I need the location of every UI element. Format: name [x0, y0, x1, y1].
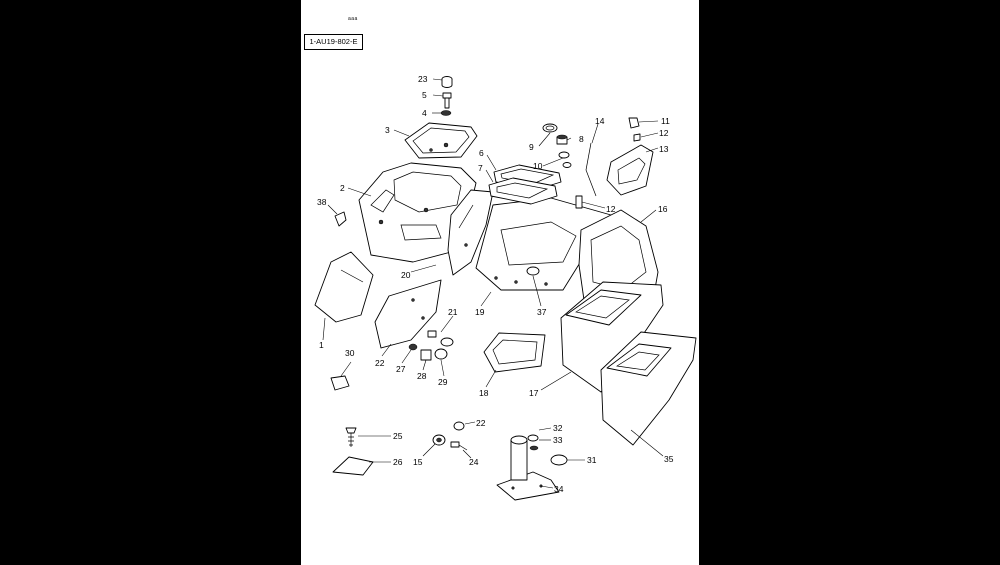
part-15-knob — [432, 434, 446, 446]
label-8: 8 — [579, 134, 584, 144]
label-37: 37 — [537, 307, 547, 317]
part-36-storage-box — [600, 331, 697, 446]
part-3-tray — [404, 122, 478, 159]
part-20-side-panel — [447, 189, 494, 276]
part-11-connector — [628, 117, 640, 129]
part-28-nut — [408, 343, 418, 351]
label-1: 1 — [319, 340, 324, 350]
part-12-clip-upper — [633, 133, 641, 142]
label-2: 2 — [340, 183, 345, 193]
part-26-screw — [345, 427, 357, 447]
part-32-plug — [550, 454, 568, 466]
label-12b: 12 — [606, 204, 616, 214]
part-25-cap — [441, 76, 453, 88]
label-38: 38 — [317, 197, 327, 207]
label-15: 15 — [413, 457, 423, 467]
label-3: 3 — [385, 125, 390, 135]
label-35: 34 — [554, 484, 564, 494]
part-2-dash-panel — [358, 162, 477, 263]
label-36: 35 — [664, 454, 674, 464]
part-4-washer — [440, 110, 452, 116]
parts-diagram-sheet: aaa 1-AU19-802-E — [301, 0, 699, 565]
part-1-corner-panel — [314, 251, 374, 323]
label-26: 25 — [393, 431, 403, 441]
label-12a: 12 — [659, 128, 669, 138]
part-33-nut — [527, 434, 539, 442]
part-21-fastener — [427, 330, 454, 347]
part-5-bolt — [442, 92, 452, 109]
label-11: 11 — [661, 116, 670, 126]
sheet-small-code: aaa — [348, 16, 358, 22]
label-27: 26 — [393, 457, 403, 467]
part-7-frame — [488, 177, 558, 205]
part-29-stud — [420, 349, 432, 361]
label-5: 5 — [422, 90, 427, 100]
label-14: 14 — [595, 116, 605, 126]
part-22-bracket-panel — [374, 279, 442, 349]
label-18: 18 — [479, 388, 489, 398]
label-16: 16 — [658, 204, 668, 214]
part-35-lever-base — [496, 435, 560, 501]
part-8-nut — [556, 134, 568, 145]
label-24: 24 — [469, 457, 479, 467]
label-25: 23 — [418, 74, 428, 84]
label-10: 10 — [533, 161, 543, 171]
label-7: 7 — [478, 163, 483, 173]
label-4: 4 — [422, 108, 427, 118]
part-13-box — [606, 144, 654, 196]
label-29: 28 — [417, 371, 427, 381]
part-14-rod — [585, 142, 597, 197]
label-33: 32 — [553, 423, 563, 433]
label-32: 31 — [587, 455, 597, 465]
part-number-labels: 23 5 4 3 2 38 6 7 9 8 10 14 11 12 13 12 … — [317, 74, 674, 494]
exploded-view-drawing: 23 5 4 3 2 38 6 7 9 8 10 14 11 12 13 12 … — [314, 74, 697, 501]
part-38-clip — [334, 211, 347, 227]
label-9: 9 — [529, 142, 534, 152]
part-31-clip — [330, 375, 350, 391]
label-6: 6 — [479, 148, 484, 158]
leader-lines — [322, 78, 664, 489]
diagram-reference-box: 1-AU19-802-E — [304, 34, 363, 50]
label-13: 13 — [659, 144, 669, 154]
label-34: 33 — [553, 435, 563, 445]
part-12-clip-lower — [575, 195, 583, 209]
label-20: 20 — [401, 270, 411, 280]
part-17-console — [560, 281, 664, 393]
label-21: 21 — [448, 307, 458, 317]
part-19-lower-panel — [475, 197, 612, 291]
part-34-washer — [529, 445, 539, 451]
label-31: 30 — [345, 348, 355, 358]
label-22: 22 — [375, 358, 385, 368]
label-17: 17 — [529, 388, 539, 398]
part-27-bracket — [332, 456, 374, 476]
part-24-bolt — [450, 441, 468, 451]
label-30: 29 — [438, 377, 448, 387]
part-10-grommet — [558, 151, 572, 168]
label-23: 22 — [476, 418, 486, 428]
part-9-ring — [542, 123, 558, 133]
part-18-tray — [483, 332, 546, 373]
part-23-ring — [453, 421, 465, 431]
part-30-plug — [434, 348, 448, 360]
label-19: 19 — [475, 307, 485, 317]
label-28: 27 — [396, 364, 406, 374]
